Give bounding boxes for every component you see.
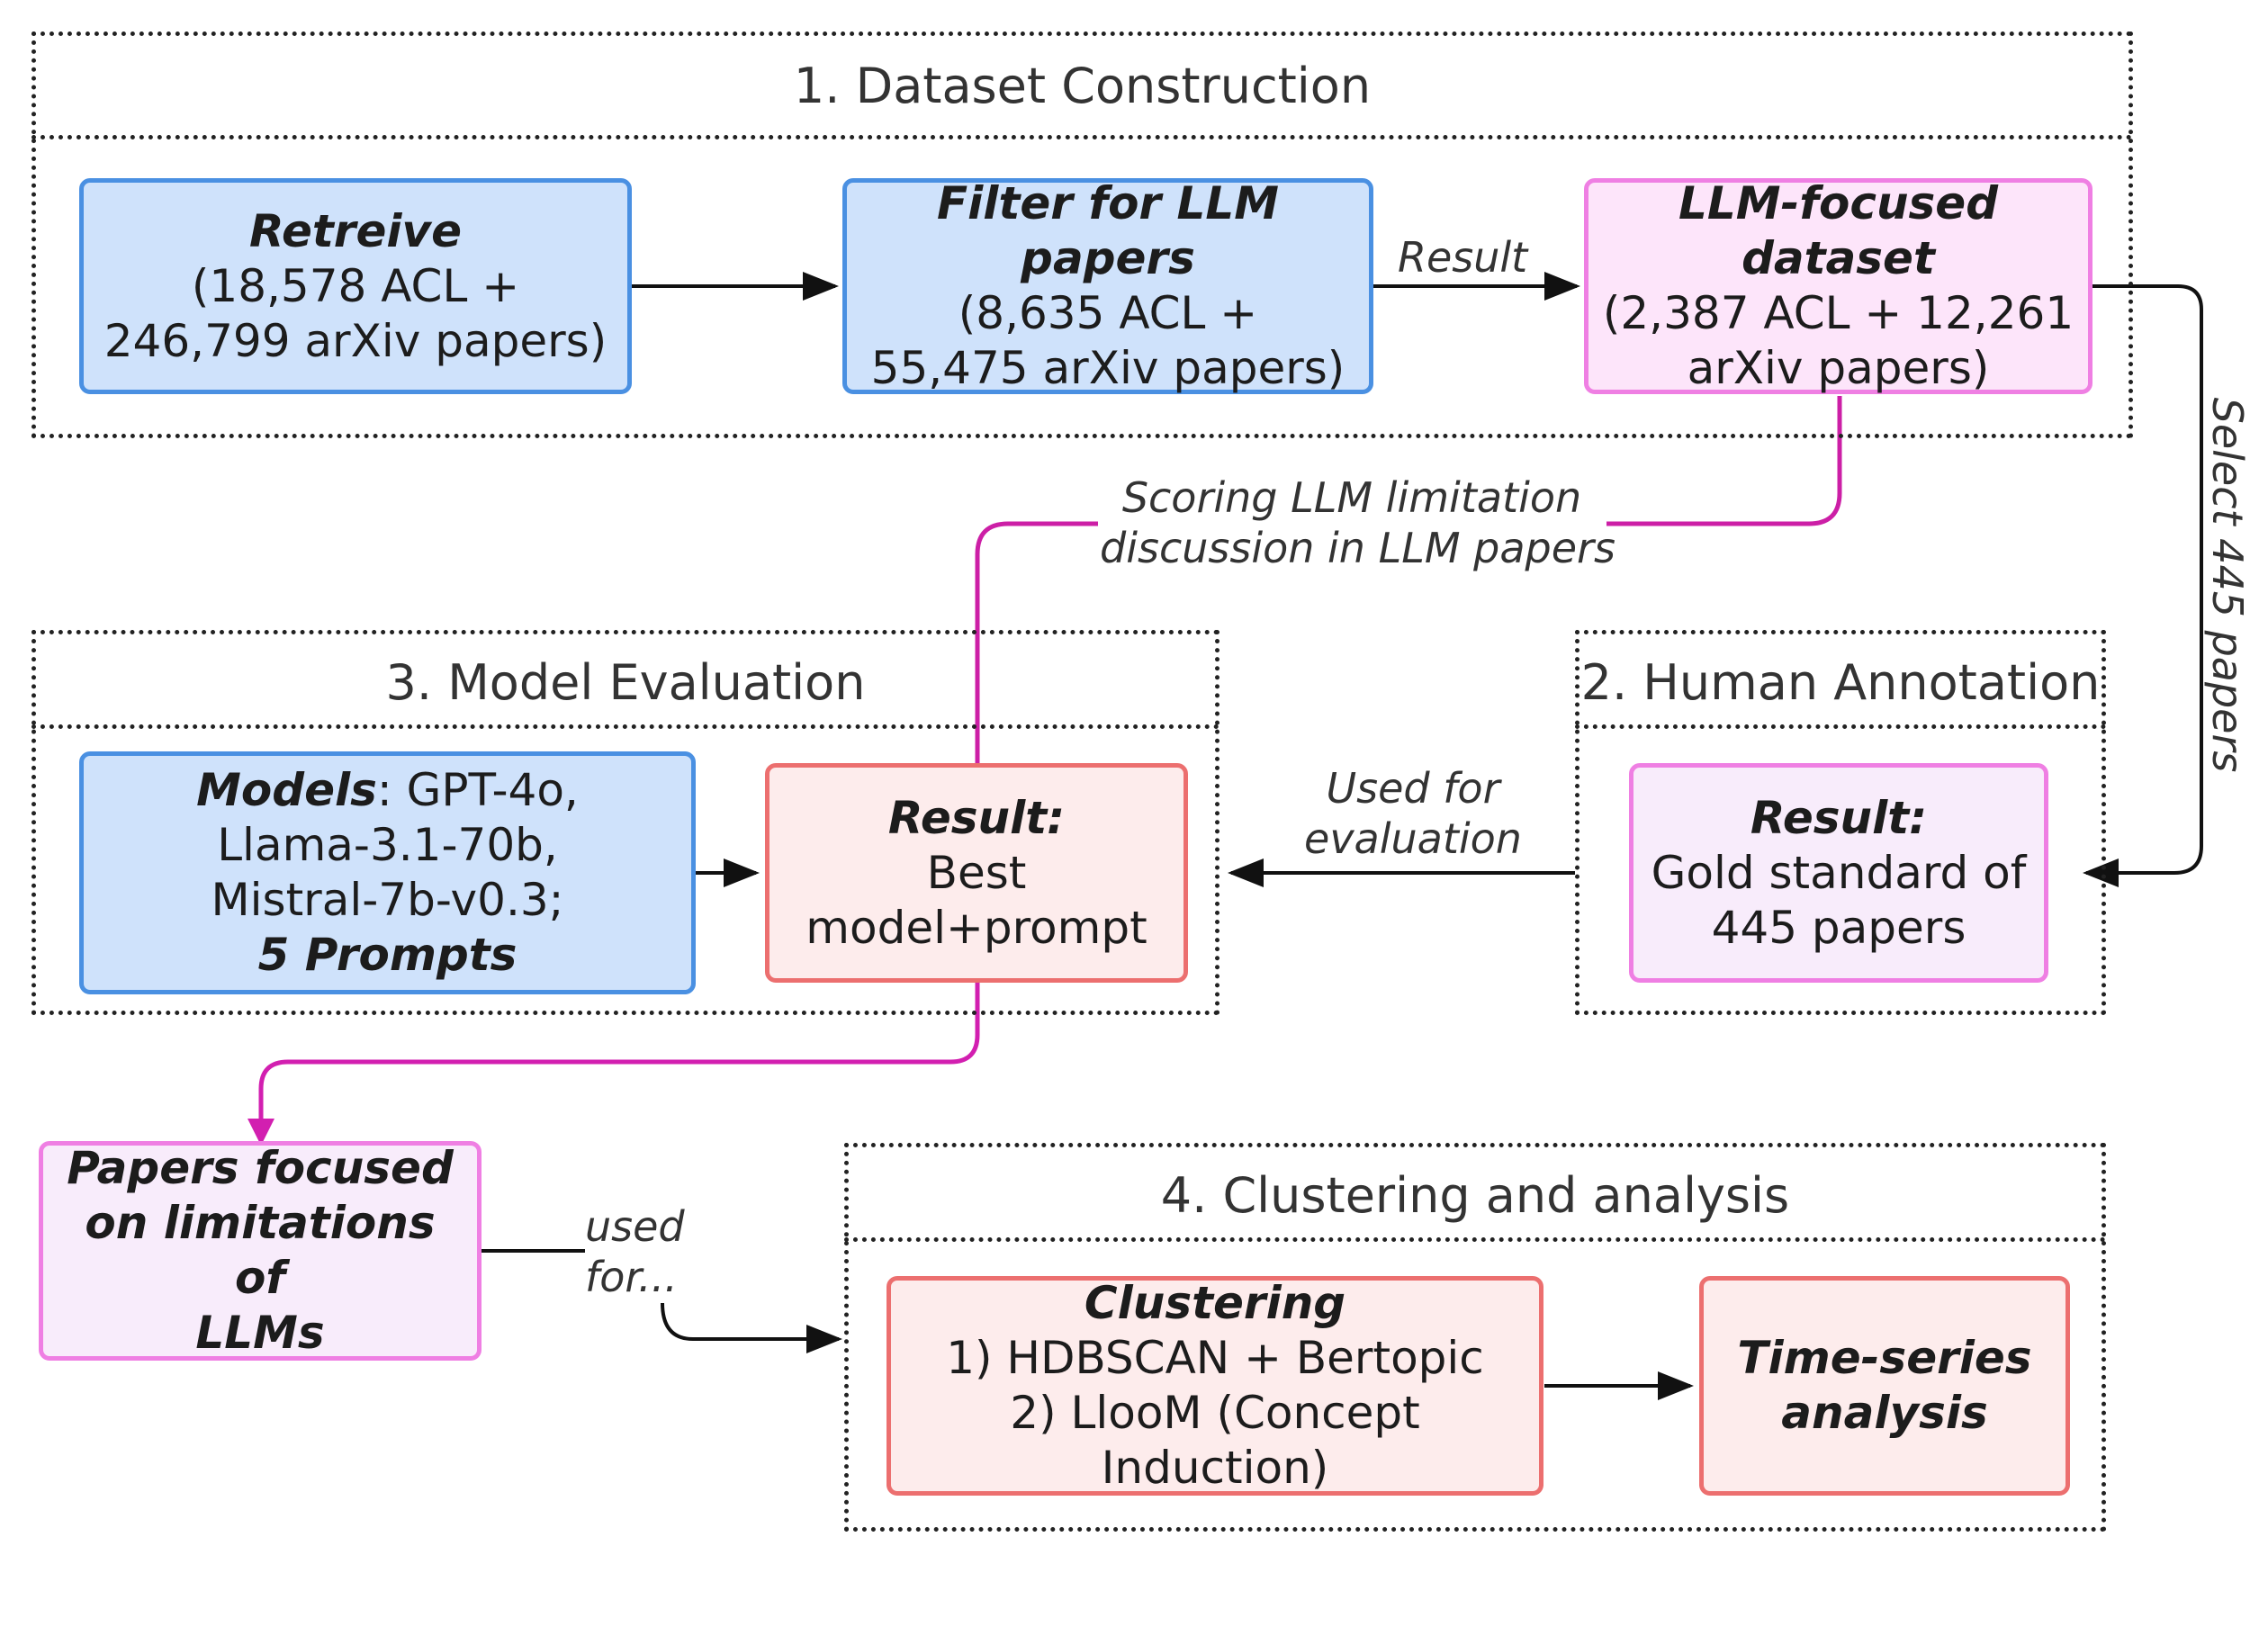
retrieve-box: Retreive (18,578 ACL + 246,799 arXiv pap… [79,178,632,394]
models-box: Models: GPT-4o, Llama-3.1-70b, Mistral-7… [79,751,696,994]
box-line: arXiv papers) [1687,342,1990,394]
filter-box: Filter for LLM papers (8,635 ACL + 55,47… [842,177,1373,394]
box-title: LLM-focused dataset [1678,177,1999,284]
box-line: model+prompt [806,901,1148,954]
box-title: Filter for LLM papers [937,177,1279,284]
box-title: Result: [887,791,1066,844]
clustering-box: Clustering 1) HDBSCAN + Bertopic 2) Lloo… [886,1276,1544,1496]
gold-standard-box: Result: Gold standard of 445 papers [1629,763,2048,983]
edge-label-line: discussion in LLM papers [1100,524,1616,573]
box-line: 2) LlooM (Concept Induction) [1010,1387,1420,1494]
box-line: (2,387 ACL + 12,261 [1602,287,2074,339]
group-divider [844,1237,2106,1242]
edge-label-line: used [585,1202,685,1251]
group-dataset-construction: 1. Dataset Construction [32,31,2133,438]
group-divider [1575,724,2106,729]
box-line: 445 papers [1711,901,1966,954]
arrow-used-for [661,1302,842,1353]
box-title: Result: [1750,791,1928,844]
edge-label-used-for: used for... [585,1201,685,1302]
box-line: : GPT-4o, [376,764,579,816]
box-line: Best [926,846,1027,899]
box-line: (8,635 ACL + [958,287,1258,339]
group-title: 3. Model Evaluation [385,654,866,711]
group-divider [32,135,2133,139]
group-model-evaluation: 3. Model Evaluation [32,630,1220,1015]
llm-dataset-box: LLM-focused dataset (2,387 ACL + 12,261 … [1584,177,2092,394]
prompts-label: 5 Prompts [257,929,518,981]
group-clustering-analysis: 4. Clustering and analysis [844,1143,2106,1532]
box-title: Retreive [248,204,463,257]
magenta-scoring-path [975,396,1842,765]
box-line: Time-series [1737,1332,2032,1384]
edge-label-used-for-evaluation: Used for evaluation [1296,763,1530,864]
models-line: Models: GPT-4o, [196,763,579,818]
edge-label-line: for... [585,1253,678,1302]
edge-label-result: Result [1398,233,1528,282]
box-line: 55,475 arXiv papers) [870,342,1346,394]
magenta-result-path [248,983,980,1146]
edge-label-line: Scoring LLM limitation [1121,473,1582,522]
edge-label-scoring: Scoring LLM limitation discussion in LLM… [1100,472,1616,573]
box-line: (18,578 ACL + [191,259,520,312]
box-line: Mistral-7b-v0.3; [211,874,564,926]
group-title: 2. Human Annotation [1580,654,2101,711]
arrow-select-papers [2083,284,2203,887]
eval-result-box: Result: Best model+prompt [765,763,1188,983]
timeseries-box: Time-series analysis [1699,1276,2070,1496]
papers-focused-box: Papers focused on limitations of LLMs [39,1141,482,1361]
box-line: Papers focused [67,1142,454,1194]
box-line: Gold standard of [1651,846,2027,899]
edge-label-line: Used for [1326,764,1500,813]
box-line: LLMs [195,1307,325,1359]
group-title: 1. Dataset Construction [793,58,1372,114]
edge-label-select: Select 445 papers [2203,397,2253,773]
group-divider [32,724,1220,729]
box-line: 246,799 arXiv papers) [104,314,608,367]
box-title: Models [196,764,377,816]
box-line: 1) HDBSCAN + Bertopic [946,1332,1484,1384]
group-title: 4. Clustering and analysis [1160,1167,1790,1224]
box-line: on limitations of [85,1197,436,1304]
edge-label-line: evaluation [1304,814,1522,864]
group-human-annotation: 2. Human Annotation [1575,630,2106,1015]
box-line: Llama-3.1-70b, [217,819,558,871]
box-title: Clustering [1084,1277,1346,1329]
box-line: analysis [1781,1387,1988,1439]
